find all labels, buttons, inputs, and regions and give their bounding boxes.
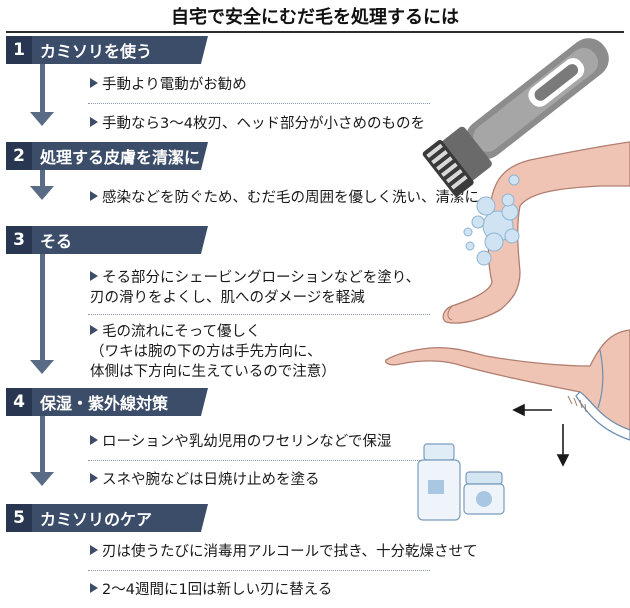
lotion-bottle-icon [417,443,461,521]
flow-arrowhead-3 [30,360,54,374]
bullet-triangle-icon [90,78,98,88]
bullet-triangle-icon [90,473,98,483]
page-title: 自宅で安全にむだ毛を処理するには [171,7,459,28]
step-label: 保湿・紫外線対策 [32,388,208,416]
step-label: 処理する皮膚を清潔に [32,142,208,170]
armpit-icon [385,329,630,441]
step-label: そる [32,226,208,254]
step-5-item-1: 刃は使うたびに消毒用アルコールで拭き、十分乾燥させて [90,542,478,562]
flow-arrow-4 [40,416,45,472]
bullet-triangle-icon [90,325,98,335]
bullet-triangle-icon [90,435,98,445]
electric-razor-icon [422,38,609,197]
step-label: カミソリのケア [32,504,208,532]
step-3-header: 3 そる [6,226,208,254]
step-5-header: 5 カミソリのケア [6,504,208,532]
leg-icon [442,141,630,324]
divider [88,460,430,461]
flow-arrow-3 [40,254,45,360]
flow-arrow-1 [40,64,45,112]
step-number: 3 [6,226,32,254]
step-5-item-2: 2～4週間に1回は新しい刃に替える [90,580,332,600]
soap-bubbles-icon [463,174,520,266]
bullet-triangle-icon [90,117,98,127]
bullet-triangle-icon [90,583,98,593]
step-4-item-2: スネや腕などは日焼け止めを塗る [90,470,320,490]
step-2-item-1: 感染などを防ぐため、むだ毛の周囲を優しく洗い、清潔に [90,188,479,208]
direction-arrows-icon [512,403,570,467]
title-rule [6,31,624,33]
divider [88,314,430,315]
step-3-item-2: 毛の流れにそって優しく （ワキは腕の下の方は手先方向に、 体側は下方向に生えてい… [90,324,336,380]
bullet-triangle-icon [90,545,98,555]
step-number: 4 [6,388,32,416]
flow-arrow-2 [40,170,45,186]
flow-arrowhead-1 [30,112,54,126]
bullet-triangle-icon [90,271,98,281]
step-1-header: 1 カミソリを使う [6,36,208,64]
step-number: 5 [6,504,32,532]
bullet-triangle-icon [90,191,98,201]
step-3-item-1: そる部分にシェービングローションなどを塗り、 刃の滑りをよくし、肌へのダメージを… [90,270,421,306]
flow-arrowhead-4 [30,472,54,486]
divider [88,103,430,104]
flow-arrowhead-2 [30,186,54,200]
step-4-header: 4 保湿・紫外線対策 [6,388,208,416]
step-1-item-2: 手動なら3～4枚刃、ヘッド部分が小さめのものを [90,114,425,134]
step-2-header: 2 処理する皮膚を清潔に [6,142,208,170]
step-number: 1 [6,36,32,64]
step-number: 2 [6,142,32,170]
step-1-item-1: 手動より電動がお勧め [90,75,247,95]
divider [88,570,430,571]
cream-jar-icon [463,471,505,515]
step-4-item-1: ローションや乳幼児用のワセリンなどで保湿 [90,432,391,452]
step-label: カミソリを使う [32,36,208,64]
